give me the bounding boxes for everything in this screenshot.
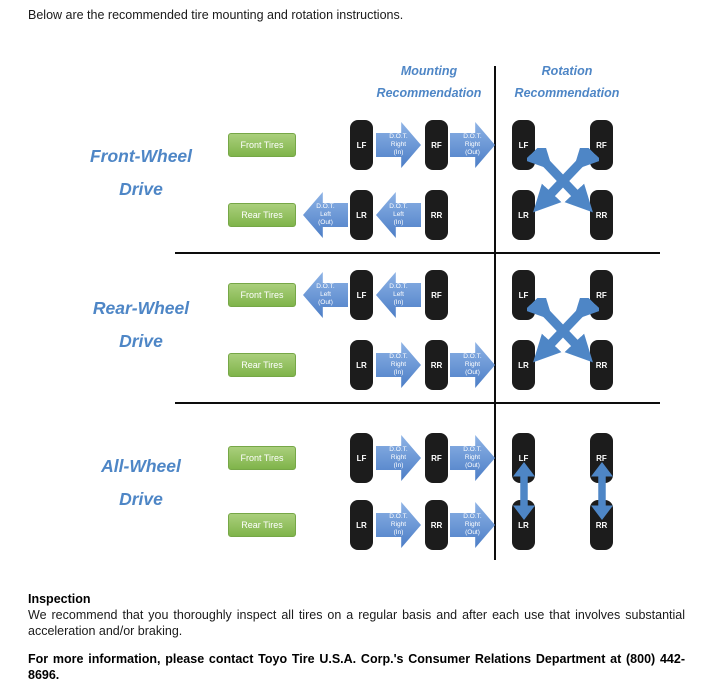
tire-lr: LR <box>350 500 373 550</box>
tire-rr: RR <box>425 340 448 390</box>
arrow-label: D.O.T. <box>389 203 408 211</box>
mount-arrow-left-icon: D.O.T. Left (In) <box>376 191 421 239</box>
arrow-label: (In) <box>393 218 404 226</box>
drive-label-line1: All-Wheel <box>101 456 181 476</box>
mount-arrow-right-icon: D.O.T. Right (In) <box>376 121 421 169</box>
arrow-label: D.O.T. <box>389 133 408 141</box>
tire-lf: LF <box>350 433 373 483</box>
mounting-column-header: Mounting Recommendation <box>362 60 496 104</box>
mounting-header-line1: Mounting <box>400 64 458 78</box>
arrow-label: D.O.T. <box>389 353 408 361</box>
mount-arrow-right-icon: D.O.T. Right (Out) <box>450 501 495 549</box>
arrow-label: (Out) <box>465 528 480 536</box>
arrow-label: D.O.T. <box>389 446 408 454</box>
arrow-label: (In) <box>393 368 404 376</box>
front-tires-badge: Front Tires <box>228 133 296 157</box>
front-tires-badge: Front Tires <box>228 283 296 307</box>
rear-tires-badge: Rear Tires <box>228 203 296 227</box>
tire-lr: LR <box>350 340 373 390</box>
arrow-label: Left <box>393 291 404 299</box>
rotation-column-header: Rotation Recommendation <box>500 60 634 104</box>
arrow-label: D.O.T. <box>316 283 335 291</box>
mount-arrow-right-icon: D.O.T. Right (Out) <box>450 341 495 389</box>
arrow-label: (In) <box>393 298 404 306</box>
rotation-cross-arrows-icon <box>527 148 599 213</box>
row-divider-line-2 <box>175 402 660 404</box>
arrow-label: Left <box>320 211 331 219</box>
arrow-label: D.O.T. <box>463 133 482 141</box>
drive-label-line1: Front-Wheel <box>89 146 193 166</box>
contact-info: For more information, please contact Toy… <box>28 652 685 682</box>
arrow-label: (Out) <box>318 218 333 226</box>
tire-rf: RF <box>425 270 448 320</box>
arrow-label: Right <box>390 521 407 529</box>
rear-tires-badge: Rear Tires <box>228 513 296 537</box>
tire-rf: RF <box>425 120 448 170</box>
tire-lf: LF <box>350 120 373 170</box>
arrow-label: (In) <box>393 148 404 156</box>
arrow-label: Right <box>464 141 481 149</box>
tire-lr: LR <box>350 190 373 240</box>
arrow-label: D.O.T. <box>389 283 408 291</box>
arrow-label: (Out) <box>465 368 480 376</box>
tire-lf: LF <box>350 270 373 320</box>
mount-arrow-right-icon: D.O.T. Right (In) <box>376 341 421 389</box>
mount-arrow-left-icon: D.O.T. Left (Out) <box>303 191 348 239</box>
mount-arrow-left-icon: D.O.T. Left (Out) <box>303 271 348 319</box>
drive-label-line2: Drive <box>119 179 163 199</box>
mounting-header-line2: Recommendation <box>376 86 482 100</box>
arrow-label: D.O.T. <box>463 446 482 454</box>
arrow-label: D.O.T. <box>316 203 335 211</box>
tire-rr: RR <box>425 500 448 550</box>
arrow-label: (In) <box>393 528 404 536</box>
arrow-label: D.O.T. <box>389 513 408 521</box>
arrow-label: D.O.T. <box>463 513 482 521</box>
front-tires-badge: Front Tires <box>228 446 296 470</box>
arrow-label: Left <box>393 211 404 219</box>
mount-arrow-right-icon: D.O.T. Right (In) <box>376 501 421 549</box>
drive-label-line2: Drive <box>119 489 163 509</box>
drive-label-line2: Drive <box>119 331 163 351</box>
tire-rr: RR <box>425 190 448 240</box>
rear-tires-badge: Rear Tires <box>228 353 296 377</box>
rotation-cross-arrows-icon <box>527 298 599 363</box>
rotation-header-line1: Rotation <box>541 64 593 78</box>
mount-arrow-right-icon: D.O.T. Right (Out) <box>450 121 495 169</box>
rotation-header-line2: Recommendation <box>514 86 620 100</box>
column-divider-line <box>494 66 496 560</box>
drive-type-label-all-wheel: All-Wheel Drive <box>61 450 221 516</box>
tire-rf: RF <box>425 433 448 483</box>
drive-label-line1: Rear-Wheel <box>92 298 190 318</box>
arrow-label: Left <box>320 291 331 299</box>
drive-type-label-front-wheel: Front-Wheel Drive <box>61 140 221 206</box>
arrow-label: Right <box>390 361 407 369</box>
arrow-label: (Out) <box>465 148 480 156</box>
arrow-label: (In) <box>393 461 404 469</box>
arrow-label: Right <box>464 521 481 529</box>
rotation-vertical-arrow-icon <box>513 462 535 520</box>
mount-arrow-right-icon: D.O.T. Right (Out) <box>450 434 495 482</box>
mount-arrow-right-icon: D.O.T. Right (In) <box>376 434 421 482</box>
arrow-label: Right <box>390 454 407 462</box>
arrow-label: (Out) <box>318 298 333 306</box>
arrow-label: Right <box>390 141 407 149</box>
arrow-label: Right <box>464 454 481 462</box>
row-divider-line-1 <box>175 252 660 254</box>
mount-arrow-left-icon: D.O.T. Left (In) <box>376 271 421 319</box>
drive-type-label-rear-wheel: Rear-Wheel Drive <box>61 292 221 358</box>
intro-text: Below are the recommended tire mounting … <box>28 8 404 22</box>
arrow-label: D.O.T. <box>463 353 482 361</box>
rotation-vertical-arrow-icon <box>591 462 613 520</box>
arrow-label: (Out) <box>465 461 480 469</box>
arrow-label: Right <box>464 361 481 369</box>
inspection-body: We recommend that you thoroughly inspect… <box>28 608 685 638</box>
inspection-heading: Inspection <box>28 592 91 606</box>
